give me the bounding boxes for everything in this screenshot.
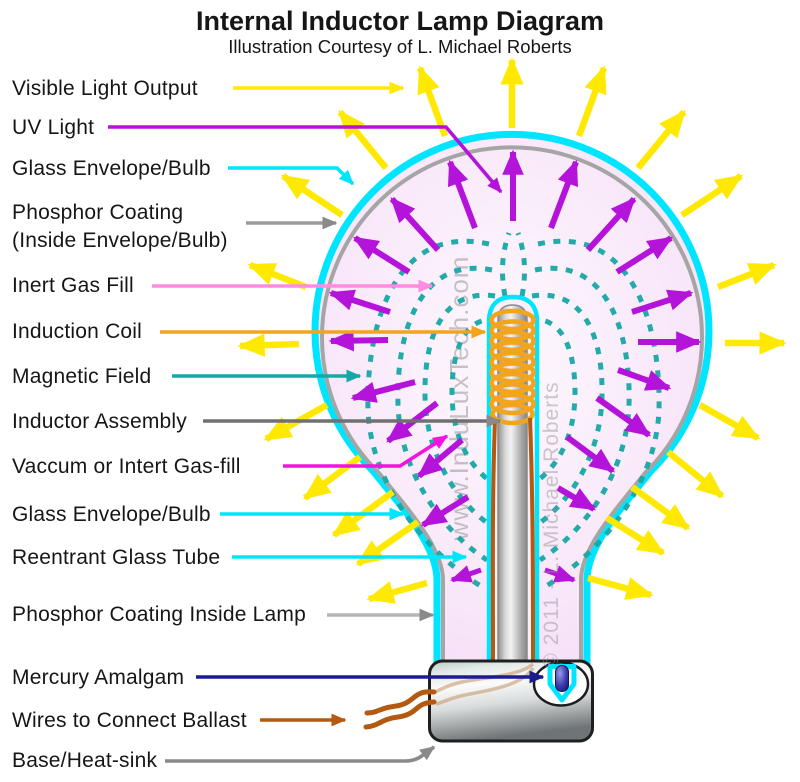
ballast-wires-external — [363, 689, 437, 730]
phosphor-coating-ring — [320, 145, 704, 665]
uv-arrow — [450, 565, 482, 583]
leader-vacuum-gas-fill — [283, 434, 449, 468]
diagram-subtitle: Illustration Courtesy of L. Michael Robe… — [228, 36, 571, 57]
label-glass-envelope-lower: Glass Envelope/Bulb — [12, 503, 211, 526]
label-phosphor-inside-lamp: Phosphor Coating Inside Lamp — [12, 603, 306, 626]
coil-turn — [489, 371, 536, 395]
coil-turn — [489, 392, 536, 416]
induction-coil — [489, 308, 536, 426]
field-line — [534, 265, 632, 563]
coil-turn — [489, 329, 536, 353]
magnetic-field-lines — [365, 232, 662, 591]
field-line — [449, 317, 498, 487]
leader-base-heatsink — [165, 745, 436, 763]
uv-arrow — [548, 159, 579, 230]
light-ray — [587, 574, 654, 600]
label-glass-envelope-top: Glass Envelope/Bulb — [12, 157, 211, 180]
uv-arrow — [595, 395, 651, 438]
field-line — [365, 238, 490, 591]
label-induction-coil: Induction Coil — [12, 320, 142, 343]
field-line — [537, 238, 662, 591]
label-inert-gas-fill: Inert Gas Fill — [12, 274, 134, 297]
uv-arrow — [328, 329, 389, 352]
uv-arrow — [615, 235, 674, 275]
ballast-wire — [434, 662, 535, 694]
uv-arrow — [389, 196, 441, 253]
uv-arrow — [417, 437, 464, 479]
light-ray — [605, 515, 666, 556]
uv-arrow — [352, 235, 411, 275]
light-ray — [680, 173, 744, 218]
light-ray — [665, 449, 725, 499]
field-lobe-left — [365, 238, 498, 591]
light-ray — [416, 65, 449, 138]
leader-uv-light — [108, 125, 503, 194]
light-ray — [302, 454, 362, 501]
label-inductor-assembly: Inductor Assembly — [12, 410, 187, 433]
uv-arrow — [565, 434, 615, 474]
uv-arrow — [617, 367, 672, 391]
field-lobe-right — [529, 238, 662, 591]
ballast-wire — [490, 419, 497, 662]
light-ray — [716, 261, 777, 291]
label-reentrant-glass-tube: Reentrant Glass Tube — [12, 546, 220, 569]
light-ray — [247, 261, 308, 291]
uv-arrows — [328, 149, 702, 583]
uv-arrow — [556, 485, 597, 512]
light-ray — [366, 579, 428, 604]
coil-turn — [489, 361, 536, 384]
label-uv-light: UV Light — [12, 116, 94, 139]
label-visible-light-output: Visible Light Output — [12, 77, 198, 100]
diagram-title: Internal Inductor Lamp Diagram — [196, 6, 604, 36]
coil-lead-wires — [490, 417, 535, 662]
label-magnetic-field: Magnetic Field — [12, 365, 151, 388]
base-internal-wires — [434, 662, 535, 706]
watermark-copyright: © 2011 - L. Michael Roberts — [540, 381, 563, 668]
coil-turn — [489, 319, 536, 342]
field-line — [529, 317, 578, 487]
field-line — [395, 265, 493, 563]
ballast-wire — [363, 699, 437, 730]
label-wires-to-ballast: Wires to Connect Ballast — [12, 709, 247, 732]
coil-turn — [489, 340, 536, 363]
light-ray — [575, 65, 608, 138]
ballast-wire — [364, 689, 437, 716]
amalgam-assembly — [532, 661, 590, 707]
label-phosphor-coating-line2: (Inside Envelope/Bulb) — [12, 229, 228, 252]
field-line — [531, 292, 605, 528]
mercury-amalgam-capsule — [555, 665, 569, 692]
uv-arrow — [350, 379, 416, 403]
coil-turn — [489, 382, 536, 405]
light-ray — [237, 333, 300, 357]
coil-turn — [489, 350, 536, 374]
field-line — [515, 232, 528, 297]
uv-arrow — [631, 289, 694, 315]
uv-arrow — [420, 494, 470, 528]
label-base-heatsink: Base/Heat-sink — [12, 749, 157, 772]
coil-turn — [489, 308, 536, 332]
ballast-wire — [435, 666, 535, 706]
uv-arrow — [585, 196, 637, 253]
ballast-wire — [528, 417, 535, 662]
coil-turn — [490, 402, 535, 426]
uv-arrow — [544, 565, 576, 583]
light-ray — [698, 402, 761, 441]
light-ray — [280, 173, 344, 218]
labels: Visible Light Output UV Light Glass Enve… — [12, 77, 545, 772]
label-vacuum-gas-fill: Vaccum or Intert Gas-fill — [12, 455, 241, 478]
uv-arrow — [328, 289, 391, 315]
light-ray — [630, 484, 691, 531]
label-phosphor-coating: Phosphor Coating — [12, 201, 183, 224]
leader-glass-envelope-top — [228, 166, 355, 186]
label-mercury-amalgam: Mercury Amalgam — [12, 666, 184, 689]
uv-arrow — [447, 159, 478, 230]
field-line — [422, 292, 496, 528]
light-ray — [337, 109, 389, 171]
light-ray — [635, 109, 687, 171]
field-line — [499, 232, 512, 297]
